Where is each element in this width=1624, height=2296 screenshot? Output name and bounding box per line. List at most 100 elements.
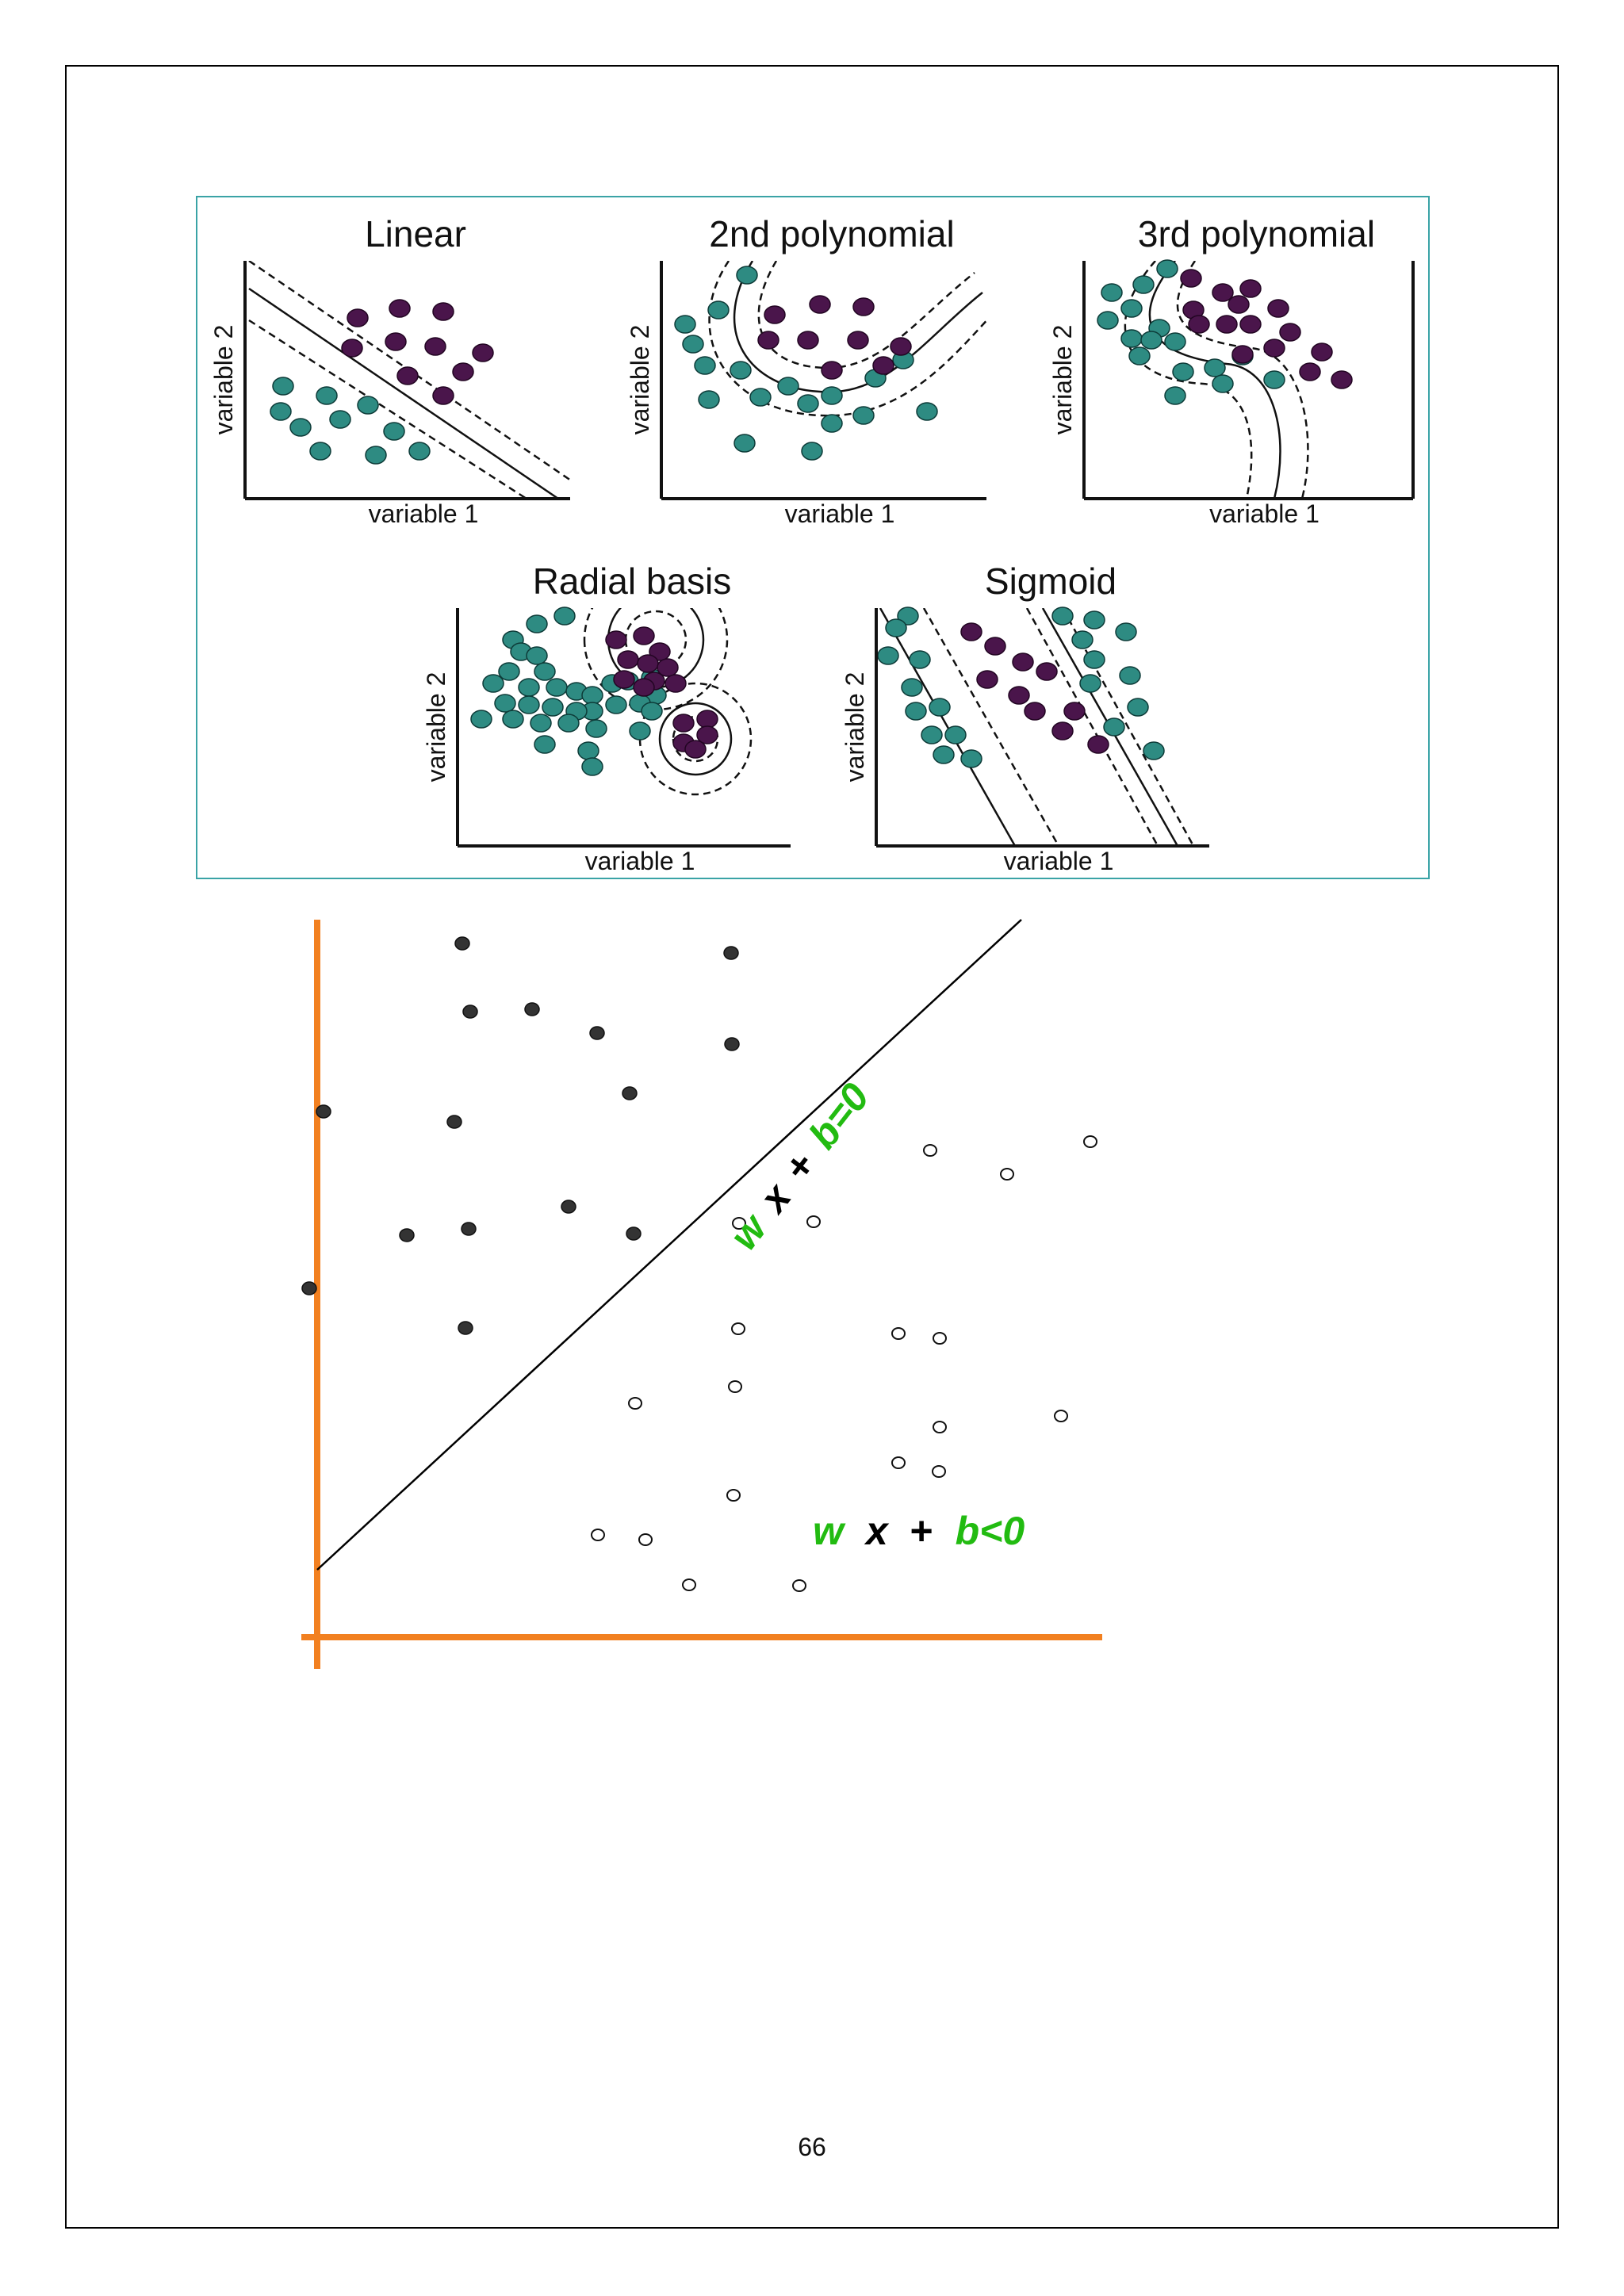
class-b-point [617, 650, 639, 669]
class-a-point [526, 646, 548, 665]
hollow-point [732, 1217, 746, 1230]
kernel-boundaries [248, 261, 570, 499]
class-b-point [432, 302, 454, 321]
class-a-point [1051, 607, 1074, 626]
class-a-point [929, 698, 951, 717]
kernel-xlabel: variable 1 [1004, 847, 1114, 875]
class-a-point [641, 702, 663, 721]
class-b-point [1231, 345, 1254, 364]
class-b-point [976, 670, 998, 689]
class-a-point [801, 442, 823, 461]
class-b-point [389, 299, 411, 318]
kernel-boundary [658, 702, 733, 776]
class-b-point [637, 654, 659, 673]
class-a-point [821, 414, 843, 433]
kernel-xlabel: variable 1 [585, 847, 695, 875]
kernel-xlabel: variable 1 [369, 499, 479, 528]
hollow-point [682, 1578, 696, 1591]
class-a-point [534, 735, 556, 754]
class-a-point [733, 434, 756, 453]
kernel-boundary [1025, 608, 1159, 846]
class-a-point [1212, 374, 1234, 393]
separating-hyperplane [316, 919, 1022, 1571]
class-a-point [749, 388, 772, 407]
class-a-point [518, 695, 540, 714]
class-b-point [613, 670, 635, 689]
class-b-point [1212, 283, 1234, 302]
class-b-point [1024, 702, 1046, 721]
hollow-point [1083, 1135, 1097, 1148]
class-a-point [1143, 741, 1165, 760]
hollow-point [792, 1579, 806, 1592]
class-b-point [852, 297, 875, 316]
class-a-point [557, 714, 580, 733]
filled-point [454, 936, 470, 951]
class-b-point [605, 630, 627, 649]
hollow-point [933, 1421, 947, 1433]
class-a-point [1204, 358, 1226, 377]
class-b-point [672, 714, 695, 733]
class-a-point [534, 662, 556, 681]
kernel-ylabel: variable 2 [841, 672, 869, 783]
filled-point [316, 1104, 331, 1119]
class-a-point [530, 714, 552, 733]
class-a-point [289, 418, 312, 437]
class-b-point [633, 626, 655, 645]
class-a-point [1120, 299, 1143, 318]
class-a-point [852, 406, 875, 425]
class-a-point [1071, 630, 1094, 649]
eq-b: b=0 [800, 1075, 878, 1158]
class-b-point [696, 725, 718, 744]
class-a-point [921, 725, 943, 744]
filled-point [446, 1115, 462, 1129]
class-b-point [1008, 686, 1030, 705]
kernel-ylabel: variable 2 [1048, 325, 1077, 435]
class-b-point [1267, 299, 1289, 318]
kernel-boundary [733, 261, 983, 393]
class-a-point [1115, 622, 1137, 641]
class-a-point [730, 361, 752, 380]
class-a-point [1172, 362, 1194, 381]
kernel-boundary [638, 682, 753, 796]
class-a-point [933, 745, 955, 764]
kernel-boundary [922, 608, 1060, 846]
class-a-point [553, 607, 576, 626]
class-a-point [329, 410, 351, 429]
class-a-point [526, 614, 548, 633]
class-a-point [605, 695, 627, 714]
hollow-point [628, 1397, 642, 1410]
class-b-point [1087, 735, 1109, 754]
class-a-point [707, 300, 730, 320]
class-b-point [665, 674, 687, 693]
class-a-point [897, 607, 919, 626]
hollow-point [591, 1529, 605, 1541]
class-a-point [408, 442, 431, 461]
class-b-point [1051, 721, 1074, 740]
class-b-point [1063, 702, 1086, 721]
class-a-point [1119, 666, 1141, 685]
kernel-ylabel: variable 2 [209, 325, 238, 435]
class-a-point [1128, 346, 1151, 365]
class-b-point [872, 356, 894, 375]
class-a-point [470, 710, 492, 729]
class-a-point [546, 678, 568, 697]
class-b-point [984, 637, 1006, 656]
class-a-point [585, 719, 607, 738]
class-b-point [821, 361, 843, 380]
class-a-point [494, 694, 516, 713]
class-a-point [674, 315, 696, 334]
hollow-point [1054, 1410, 1068, 1422]
filled-point [622, 1086, 638, 1100]
kernel-panel-title: 3rd polynomial [1138, 213, 1375, 254]
class-a-point [581, 686, 603, 705]
kernel-boundary [1148, 261, 1281, 499]
class-a-point [877, 646, 899, 665]
eq2-x: x [864, 1509, 890, 1553]
class-a-point [698, 390, 720, 409]
hollow-point [728, 1380, 742, 1393]
kernel-xlabel: variable 1 [785, 499, 895, 528]
hollow-point [932, 1465, 946, 1478]
class-a-point [916, 402, 938, 421]
